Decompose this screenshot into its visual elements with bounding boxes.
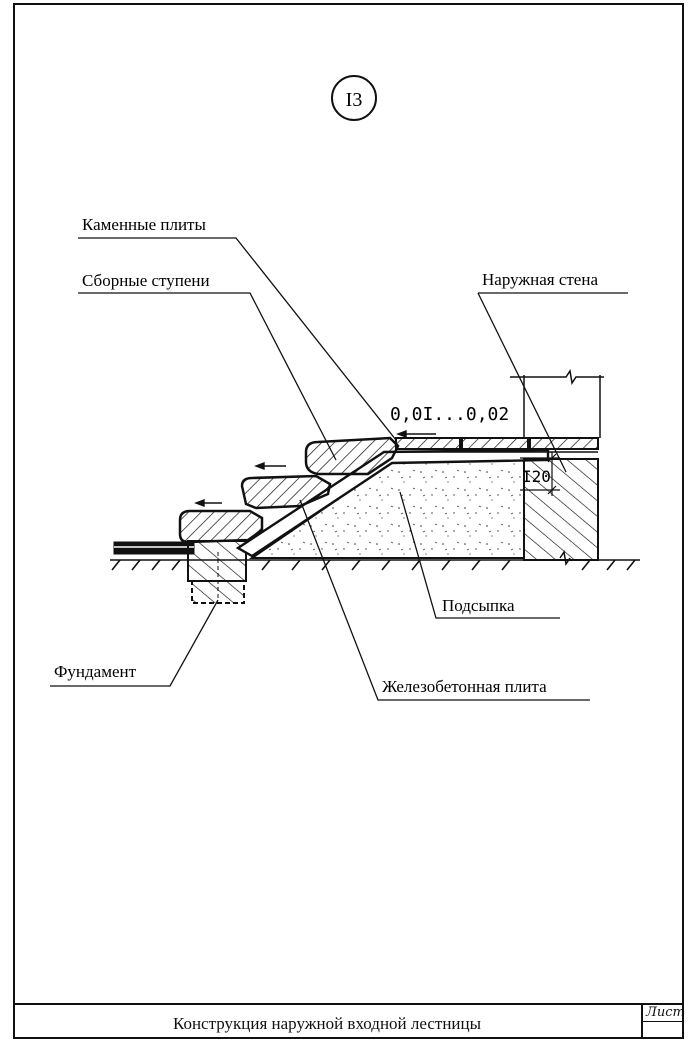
- sheet-cell: Лист: [641, 1005, 685, 1039]
- ground-paving: [113, 541, 195, 555]
- foundation: [187, 540, 247, 604]
- drawing-title: Конструкция наружной входной лестницы: [172, 1014, 482, 1033]
- label-precast-steps: Сборные ступени: [82, 271, 210, 290]
- backfill-fill: [248, 456, 525, 559]
- leader-lines: [50, 237, 628, 701]
- dimension-120: [520, 452, 560, 496]
- label-outer-wall: Наружная стена: [482, 270, 598, 289]
- sheet-number: I3: [346, 89, 363, 111]
- dimension-120-text: I20: [522, 467, 551, 486]
- slope-text: 0,0I...0,02: [390, 404, 509, 425]
- sheet-number-badge: I3: [331, 75, 377, 121]
- label-foundation: Фундамент: [54, 662, 137, 681]
- title-block: Конструкция наружной входной лестницы Ли…: [13, 1003, 685, 1039]
- sheet-frame: [13, 3, 684, 1039]
- stone-slabs: [395, 437, 599, 453]
- label-rc-slab: Железобетонная плита: [382, 677, 547, 696]
- sheet-label: Лист: [646, 1005, 685, 1020]
- label-backfill: Подсыпка: [442, 596, 515, 615]
- precast-steps: [178, 436, 400, 544]
- sheet-cell-divider: [643, 1021, 684, 1022]
- slope-arrows: [194, 429, 436, 508]
- label-stone-slabs: Каменные плиты: [82, 215, 206, 234]
